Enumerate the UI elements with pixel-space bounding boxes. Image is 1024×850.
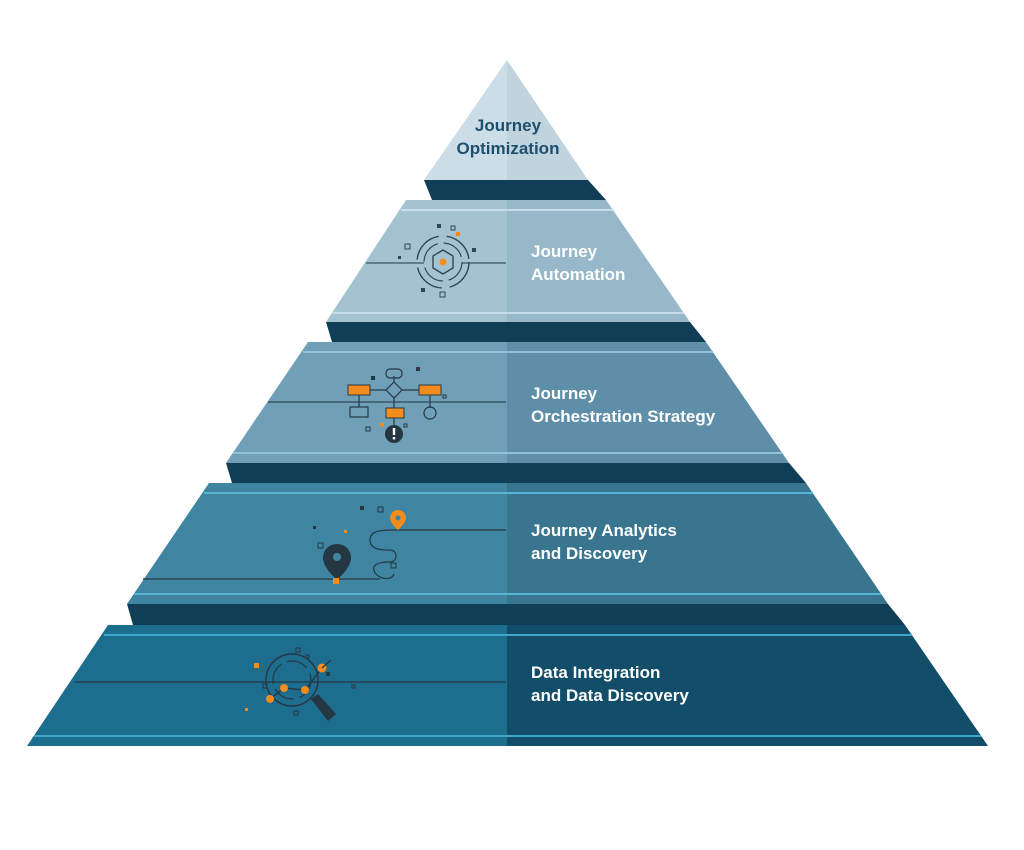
- tier-3-right: [507, 342, 789, 463]
- tier-3-label: Journey Orchestration Strategy: [531, 382, 715, 428]
- tier-1-label-line-1: Journey: [474, 116, 542, 135]
- automation-cycle-icon: [366, 224, 506, 298]
- tier-4-right: [507, 483, 888, 604]
- tier-1-label-line-2: Optimization: [456, 139, 560, 158]
- tier-5-label-line-2: and Data Discovery: [531, 686, 689, 705]
- tier-2-label-line-2: Automation: [531, 265, 626, 284]
- shadow-band-2: [326, 322, 706, 342]
- shadow-band-3: [226, 463, 806, 483]
- tier-2-label-line-1: Journey: [531, 242, 598, 261]
- tier-1-right: [507, 60, 588, 180]
- data-magnifier-icon: [75, 647, 506, 721]
- tier-2-left: [326, 200, 507, 322]
- shadow-band-4: [127, 604, 905, 625]
- orchestration-flowchart-icon: [268, 367, 506, 443]
- tier-2-right: [507, 200, 690, 322]
- tier-5-right: [507, 625, 988, 746]
- tier-4-label-line-2: and Discovery: [531, 544, 648, 563]
- tier-1-left: [424, 60, 507, 180]
- tier-4-label-line-1: Journey Analytics: [531, 521, 677, 540]
- tier-5-label-line-1: Data Integration: [531, 663, 661, 682]
- analytics-map-pin-icon: [143, 506, 506, 584]
- tier-3-label-line-1: Journey: [531, 384, 598, 403]
- tier-3-label-line-2: Orchestration Strategy: [531, 407, 716, 426]
- tier-5-label: Data Integration and Data Discovery: [531, 661, 689, 707]
- tier-4-left: [127, 483, 507, 604]
- shadow-band-1: [424, 180, 606, 200]
- tier-2-label: Journey Automation: [531, 240, 625, 286]
- tier-1-label: Journey Optimization: [408, 114, 608, 160]
- tier-4-label: Journey Analytics and Discovery: [531, 519, 677, 565]
